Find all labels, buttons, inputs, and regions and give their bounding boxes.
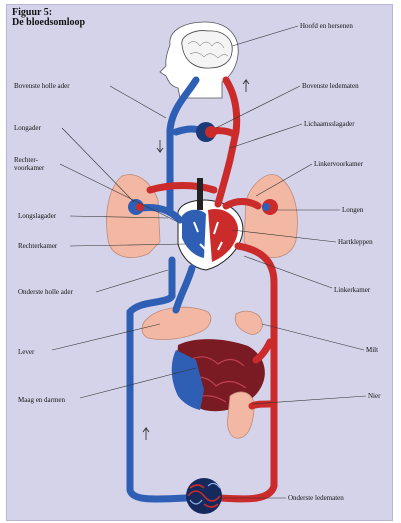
label-pulmonary-vein: Longader <box>14 124 41 132</box>
label-heart-valves: Hartkleppen <box>338 238 373 246</box>
label-pulmonary-artery: Longslagader <box>18 212 56 220</box>
label-superior-vena-cava: Bovenste holle ader <box>14 82 70 90</box>
kidney <box>228 392 255 438</box>
label-left-ventricle: Linkerkamer <box>334 286 370 294</box>
label-aorta: Lichaamsslagader <box>304 120 355 128</box>
label-left-atrium: Linkervoorkamer <box>314 160 363 168</box>
label-head-brain: Hoofd en hersenen <box>300 22 353 30</box>
label-inferior-vena-cava: Onderste holle ader <box>18 288 73 296</box>
deoxygenated-vessels <box>130 80 204 499</box>
label-spleen: Milt <box>366 346 378 354</box>
label-lower-limbs: Onderste ledematen <box>288 494 344 502</box>
label-kidney: Nier <box>368 392 380 400</box>
label-lungs: Longen <box>342 206 363 214</box>
label-upper-limbs: Bovenste ledematen <box>302 82 359 90</box>
label-stomach-intestines: Maag en darmen <box>18 396 65 404</box>
label-right-ventricle: Rechterkamer <box>18 242 57 250</box>
left-lung <box>244 175 297 258</box>
label-right-atrium: Rechter- voorkamer <box>14 156 44 172</box>
label-liver: Lever <box>18 348 34 356</box>
spleen <box>235 311 262 334</box>
lower-limb-capillaries <box>186 478 222 514</box>
